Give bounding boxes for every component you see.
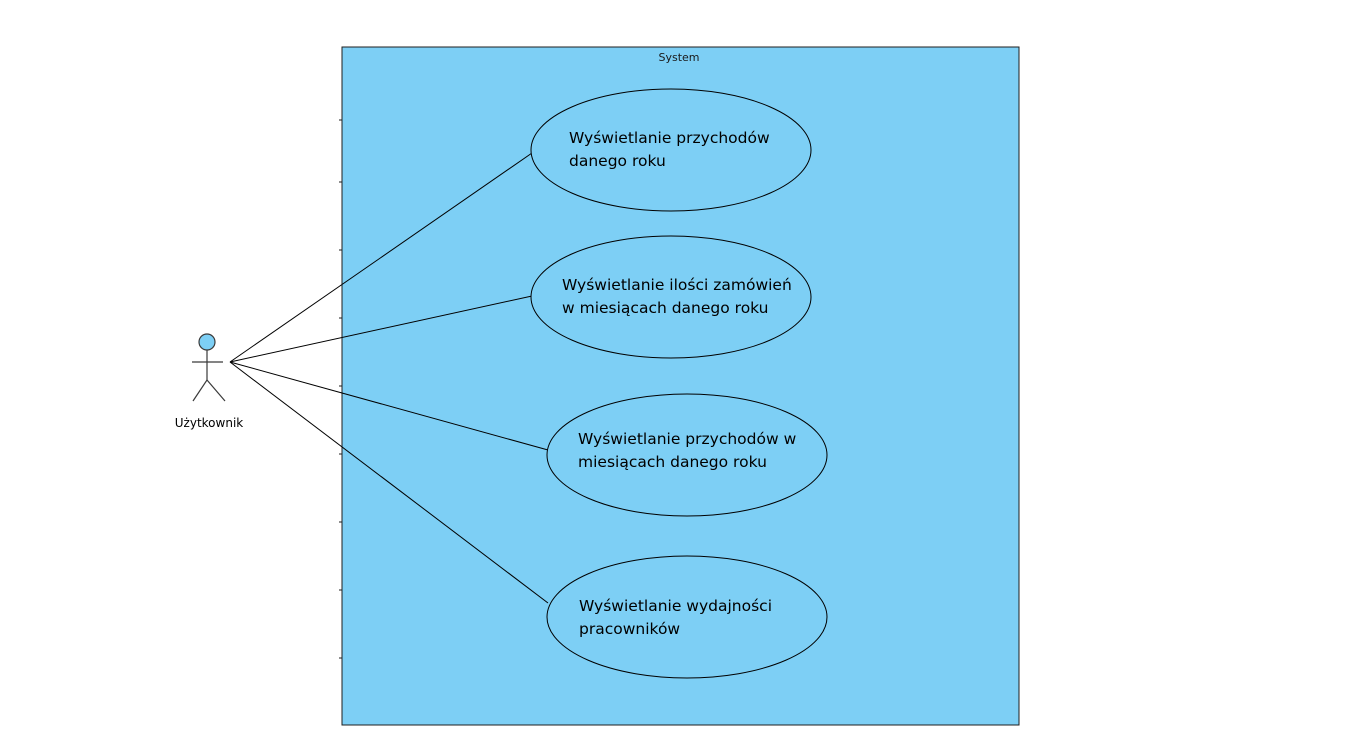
system-boundary-ticks — [339, 119, 342, 659]
use-case-label-line-2: danego roku — [569, 152, 666, 170]
use-case-ellipse — [530, 88, 812, 212]
use-case-label-line-1: Wyświetlanie przychodów w — [578, 430, 797, 448]
actor-uzytkownik[interactable]: Użytkownik — [175, 333, 244, 430]
actor-head — [198, 333, 216, 351]
use-case-label-line-1: Wyświetlanie ilości zamówień — [562, 276, 792, 294]
stick-figure-icon — [192, 333, 226, 402]
use-case-label-line-1: Wyświetlanie wydajności — [579, 597, 772, 615]
association-line-4[interactable] — [229, 361, 549, 604]
use-case-orders-months[interactable]: Wyświetlanie ilości zamówień w miesiącac… — [530, 235, 812, 359]
use-case-ellipse — [546, 555, 828, 679]
use-case-label-line-2: w miesiącach danego roku — [562, 299, 769, 317]
association-line-1[interactable] — [229, 152, 533, 363]
use-case-revenue-months[interactable]: Wyświetlanie przychodów w miesiącach dan… — [546, 393, 828, 517]
association-line-3[interactable] — [229, 361, 549, 451]
use-case-revenue-year[interactable]: Wyświetlanie przychodów danego roku — [530, 88, 812, 212]
actor-label: Użytkownik — [175, 416, 244, 430]
associations — [229, 152, 549, 604]
use-case-employee-performance[interactable]: Wyświetlanie wydajności pracowników — [546, 555, 828, 679]
system-title: System — [658, 51, 699, 64]
use-case-label-line-1: Wyświetlanie przychodów — [569, 129, 770, 147]
use-case-label-line-2: pracowników — [579, 620, 680, 638]
association-line-2[interactable] — [229, 295, 533, 363]
use-case-ellipse — [546, 393, 828, 517]
use-case-label-line-2: miesiącach danego roku — [578, 453, 767, 471]
use-case-ellipse — [530, 235, 812, 359]
